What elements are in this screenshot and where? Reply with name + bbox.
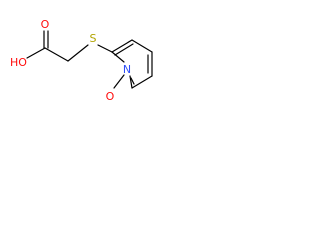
ring-bond-c6-n <box>129 75 133 89</box>
ring-nitrogen-label: N <box>123 63 131 76</box>
ring-bond-c3-c4 <box>131 39 153 53</box>
bond-methylene-sulfur <box>67 44 89 62</box>
bond-n-oxide <box>113 74 125 89</box>
bond-carbon-methylene <box>44 47 69 62</box>
ring-bond-c5-c6 <box>131 75 153 89</box>
bond-sulfur-ring <box>97 44 113 53</box>
carbonyl-oxygen-label: O <box>41 18 50 31</box>
bonds <box>26 30 153 89</box>
ring-bond-c2-c3-inner <box>114 43 134 56</box>
chemical-structure-diagram: HO O S N O <box>10 18 153 103</box>
n-oxide-oxygen-label: O <box>106 90 115 103</box>
hydroxyl-label: HO <box>10 56 27 69</box>
ring-bond-c6-n-inner <box>130 77 135 85</box>
ring-bond-c2-c3 <box>111 39 133 53</box>
ring-bond-c2-n <box>111 51 125 63</box>
bond-hydroxyl-carbon <box>26 47 46 59</box>
sulfur-label: S <box>90 32 97 45</box>
